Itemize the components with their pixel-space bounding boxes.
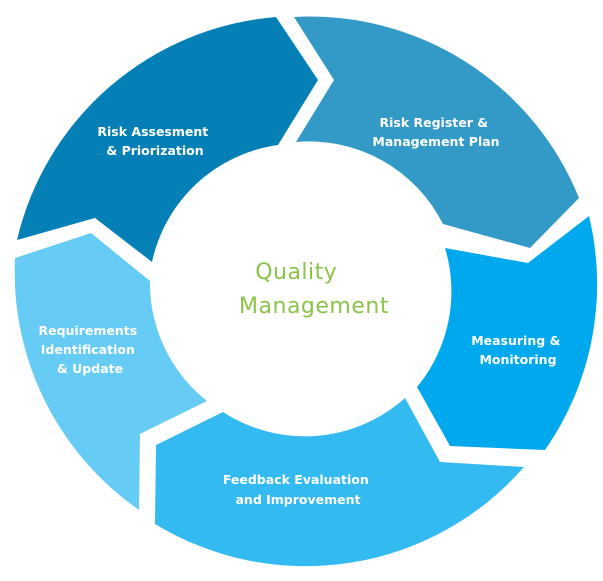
segment-feedback-evaluation-shape xyxy=(155,398,524,567)
segment-risk-assessment-shape xyxy=(17,17,318,262)
segment-requirements-identification-label: Requirements Identification & Update xyxy=(38,323,141,376)
segment-risk-register-label: Risk Register & Management Plan xyxy=(372,115,499,149)
segment-requirements-identification[interactable]: Requirements Identification & Update xyxy=(14,233,207,510)
segment-requirements-identification-shape xyxy=(14,233,207,510)
segment-measuring-monitoring-shape xyxy=(417,216,598,450)
segment-risk-register[interactable]: Risk Register & Management Plan xyxy=(294,16,579,248)
segment-feedback-evaluation-label: Feedback Evaluation and Improvement xyxy=(223,472,373,507)
segment-measuring-monitoring[interactable]: Measuring & Monitoring xyxy=(417,216,598,450)
segment-measuring-monitoring-label: Measuring & Monitoring xyxy=(471,333,565,367)
center-title: Quality Management xyxy=(239,260,389,319)
segment-risk-register-shape xyxy=(294,16,579,248)
segment-risk-assessment[interactable]: Risk Assesment & Priorization xyxy=(17,17,318,262)
segment-risk-assessment-label: Risk Assesment & Priorization xyxy=(97,124,212,158)
segment-feedback-evaluation[interactable]: Feedback Evaluation and Improvement xyxy=(155,398,524,567)
